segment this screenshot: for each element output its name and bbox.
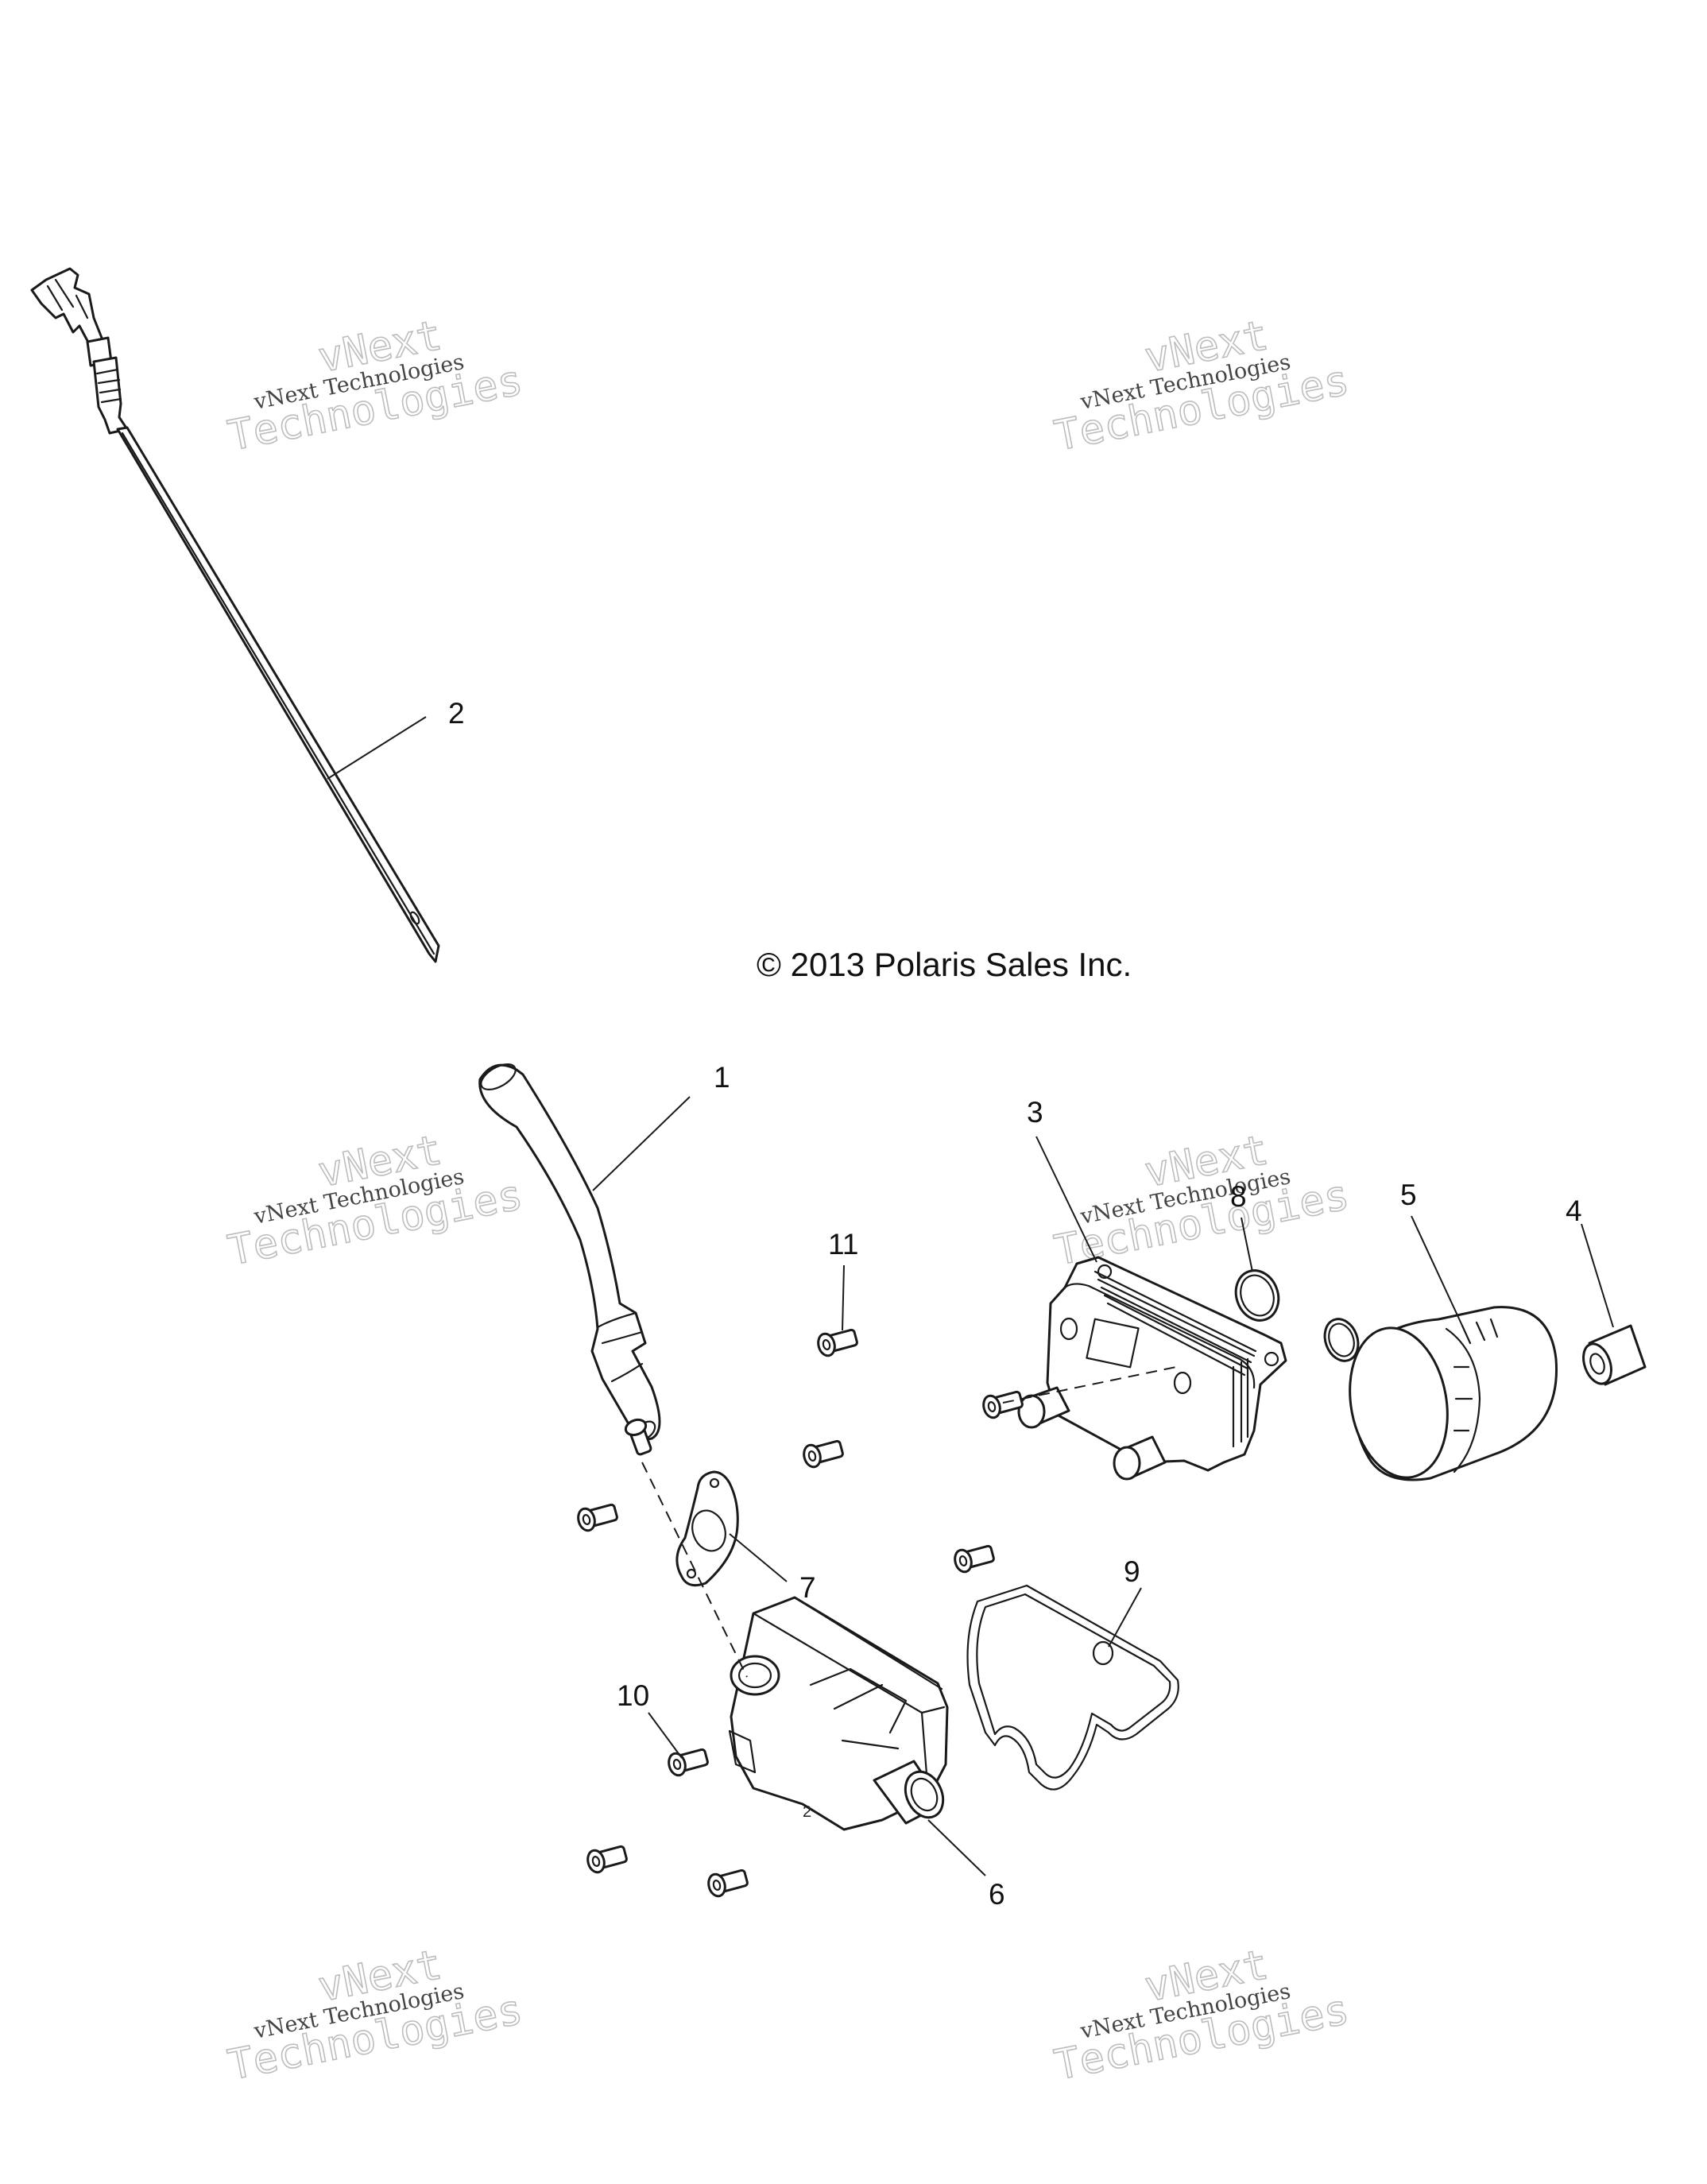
assembly-lines xyxy=(641,1366,1177,1678)
callout-3: 3 xyxy=(1027,1096,1043,1129)
o-ring-part xyxy=(1234,1269,1360,1362)
screw-mid-b xyxy=(954,1544,995,1574)
watermark-mid-left: vNext vNext Technologies Technologies xyxy=(223,1125,527,1276)
leader-lines xyxy=(327,716,1614,1876)
screw-left-a xyxy=(577,1503,618,1532)
callout-1: 1 xyxy=(714,1061,730,1094)
screw-mid-a xyxy=(803,1439,844,1469)
screw-cooler xyxy=(982,1390,1024,1419)
watermark-top-left: vNext vNext Technologies Technologies xyxy=(223,311,527,461)
callout-labels: 1 2 3 4 5 6 7 8 9 10 11 xyxy=(448,697,1582,1911)
oil-cooler-housing-part: 2 xyxy=(728,1596,949,1831)
copyright-notice: © 2013 Polaris Sales Inc. xyxy=(757,946,1132,983)
housing-seal-part xyxy=(966,1584,1179,1791)
oil-fill-tube-part xyxy=(478,1063,661,1441)
callout-9: 9 xyxy=(1124,1555,1140,1588)
watermark-mid-right: vNext vNext Technologies Technologies xyxy=(1050,1125,1353,1276)
callout-5: 5 xyxy=(1400,1179,1417,1211)
callout-4: 4 xyxy=(1566,1195,1582,1227)
screw-11-top xyxy=(817,1328,858,1357)
callout-10: 10 xyxy=(617,1679,649,1712)
watermark-bottom-right: vNext vNext Technologies Technologies xyxy=(1050,1940,1353,2090)
watermark-top-right: vNext vNext Technologies Technologies xyxy=(1050,311,1353,461)
callout-7: 7 xyxy=(799,1571,816,1604)
screws-group xyxy=(577,1328,1024,1898)
watermark-bottom-left: vNext vNext Technologies Technologies xyxy=(223,1940,527,2090)
svg-text:2: 2 xyxy=(803,1803,811,1821)
screw-bottom-a xyxy=(586,1845,628,1874)
screw-bottom-b xyxy=(707,1868,749,1898)
callout-2: 2 xyxy=(448,697,465,730)
gasket-part xyxy=(675,1470,739,1587)
screw-tube xyxy=(624,1418,652,1456)
oil-cooler-part xyxy=(1017,1256,1287,1481)
callout-8: 8 xyxy=(1230,1180,1247,1213)
dipstick-part xyxy=(30,267,440,963)
adapter-sleeve-part xyxy=(1582,1324,1647,1386)
callout-11: 11 xyxy=(828,1228,858,1260)
oil-filter-part xyxy=(1349,1306,1558,1481)
callout-6: 6 xyxy=(989,1878,1005,1911)
screw-10 xyxy=(668,1748,709,1777)
